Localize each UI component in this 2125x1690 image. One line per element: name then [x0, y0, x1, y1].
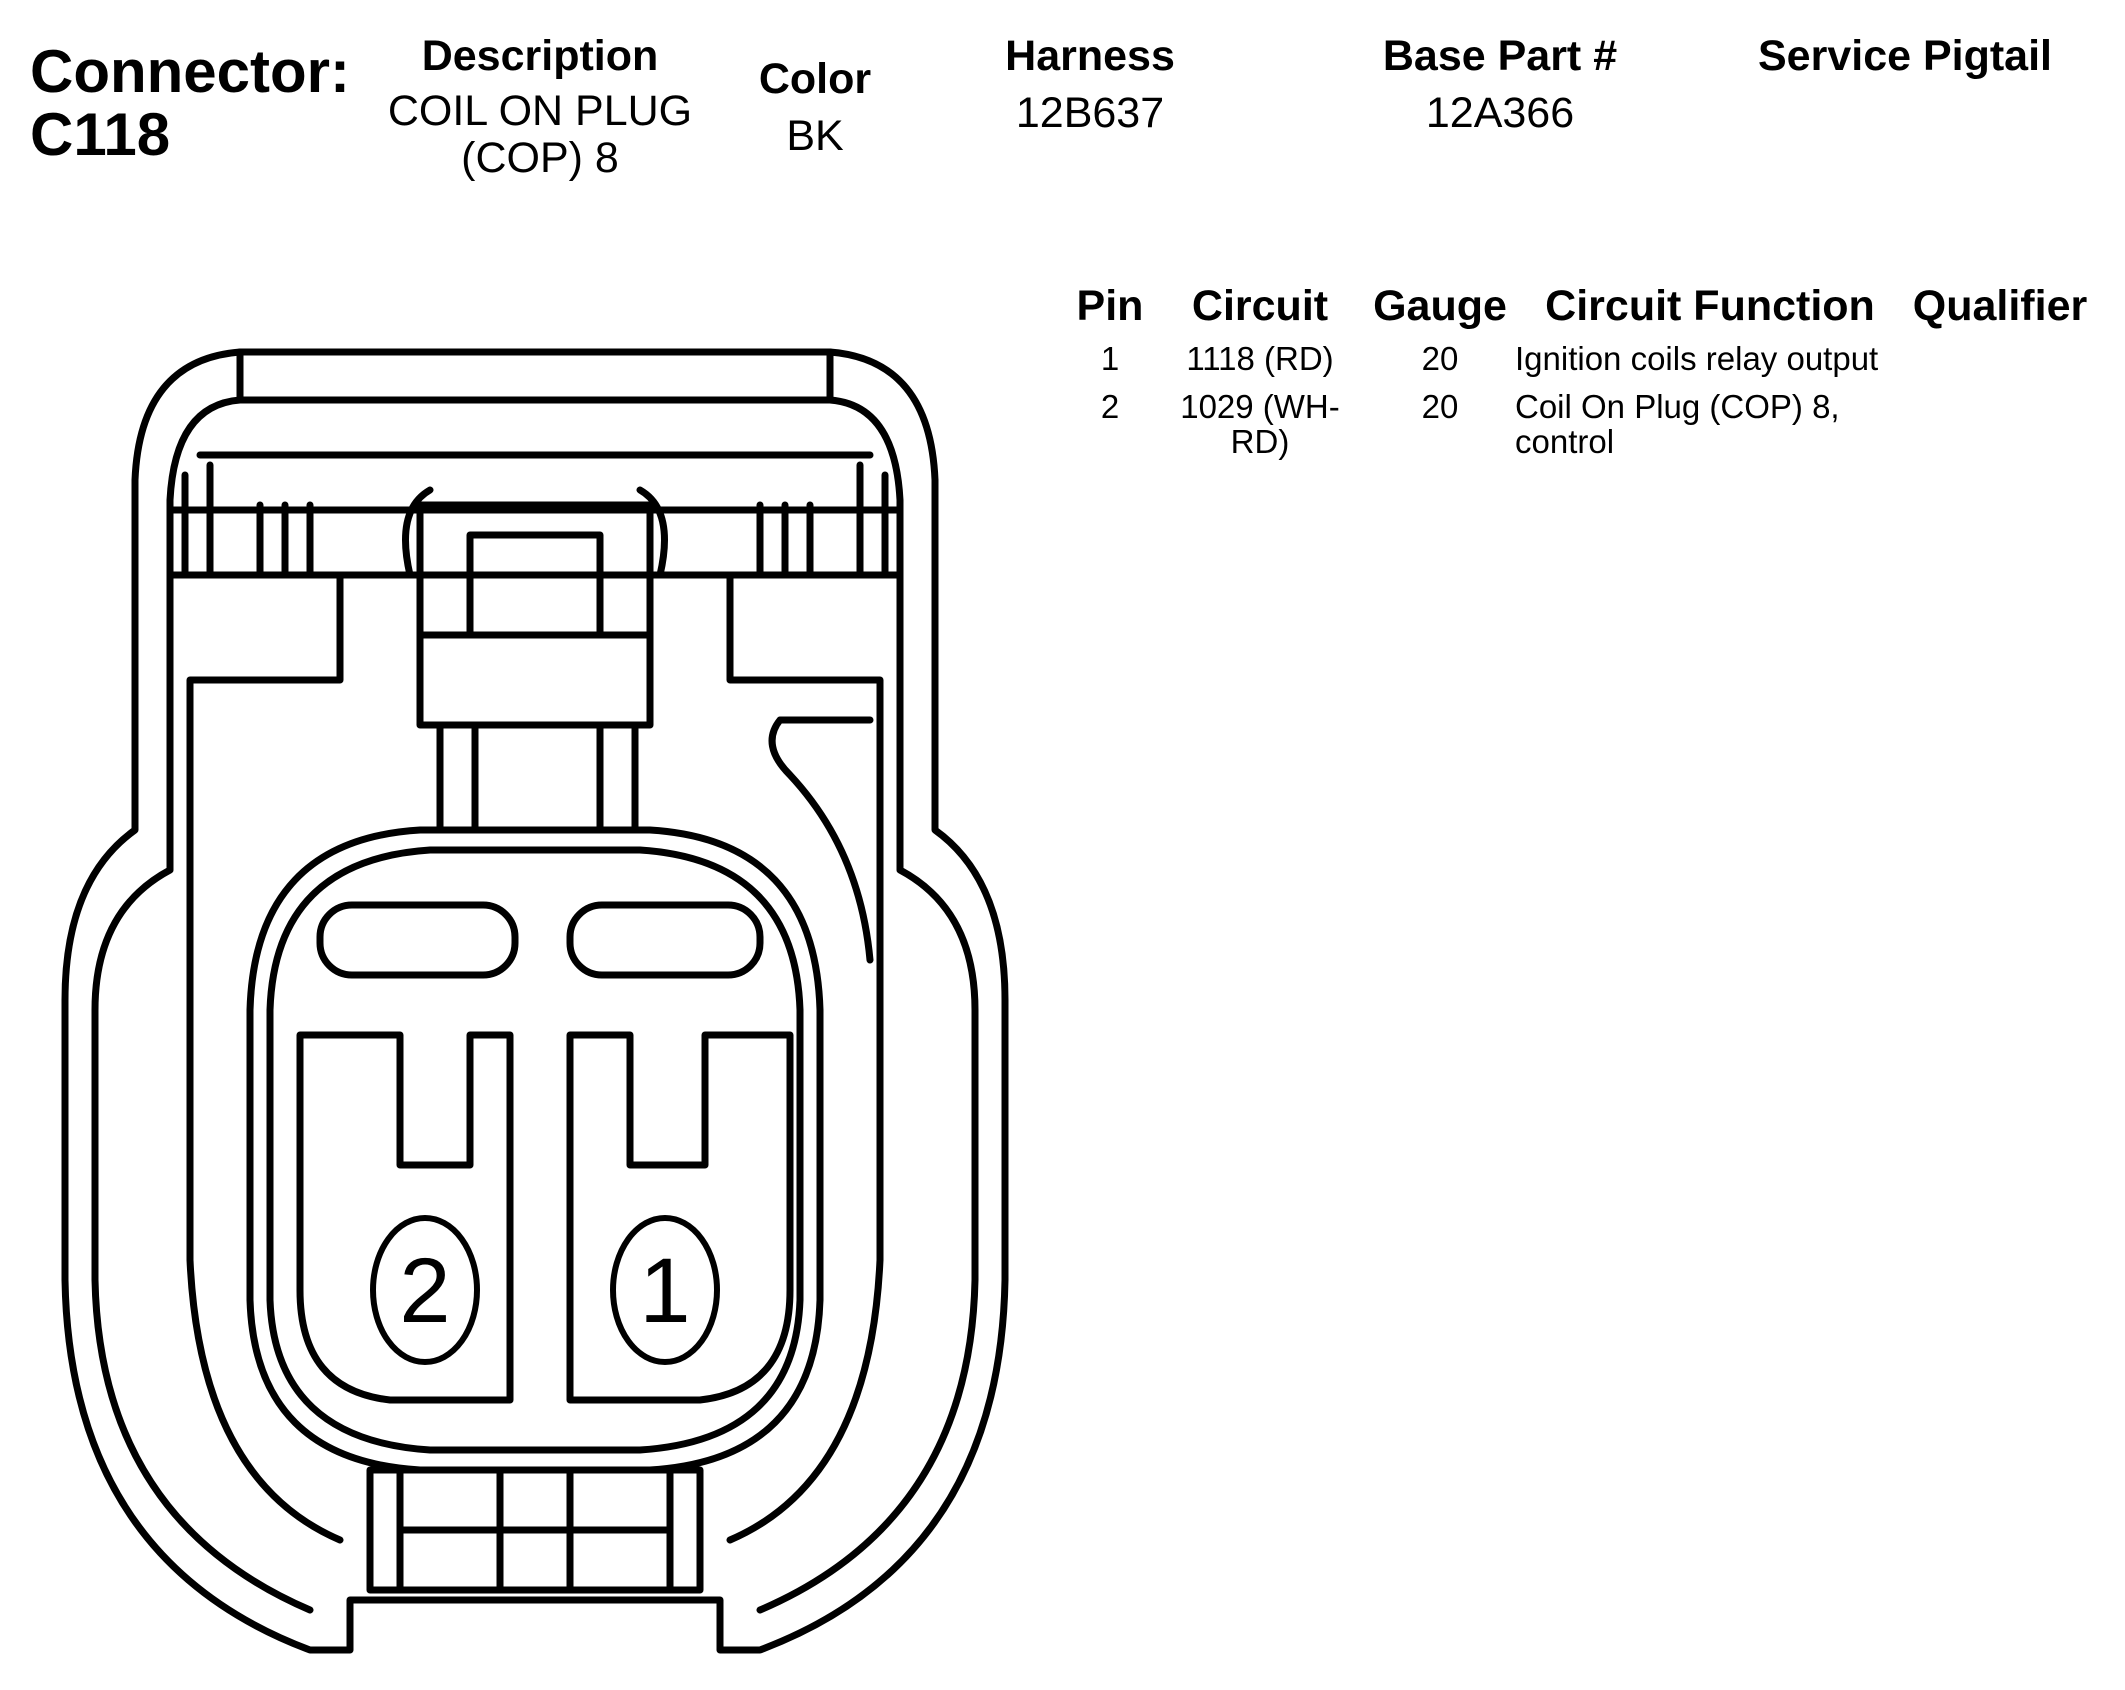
table-row-1-pin: 1 — [1100, 340, 1120, 377]
color-header: Color — [758, 55, 872, 103]
harness-value: 12B637 — [1015, 89, 1165, 137]
gauge-column-header: Gauge — [1373, 282, 1507, 330]
stem-posts — [436, 721, 639, 834]
base-part-header: Base Part # — [1382, 32, 1618, 80]
pin-column-header: Pin — [1076, 282, 1144, 330]
bottom-lock-ribs — [396, 1466, 674, 1594]
circuit-function-column-header: Circuit Function — [1545, 282, 1875, 330]
center-latch — [416, 501, 654, 639]
pin-1-marker — [610, 1215, 720, 1365]
pin-1-label: 1 — [639, 1240, 690, 1342]
right-wall — [726, 571, 884, 1544]
qualifier-column-header: Qualifier — [1912, 282, 2088, 330]
cavity-pin-2 — [296, 1031, 514, 1404]
cavity-pin-1 — [566, 1031, 794, 1404]
base-part-value: 12A366 — [1425, 89, 1575, 137]
housing-outline — [61, 348, 1009, 1654]
center-latch-lower — [416, 631, 654, 729]
pin-face-inner — [266, 846, 804, 1454]
connector-id: C118 — [30, 101, 171, 168]
table-row-1-gauge: 20 — [1421, 340, 1459, 377]
table-row-2-pin: 2 — [1100, 388, 1120, 425]
service-pigtail-header: Service Pigtail — [1758, 32, 2052, 80]
pin-2-marker — [370, 1215, 480, 1365]
table-row-1-circuit: 1118 (RD) — [1186, 340, 1334, 377]
color-value: BK — [786, 112, 844, 160]
bottom-lock — [366, 1466, 704, 1594]
pin-2-label: 2 — [399, 1240, 450, 1342]
table-row-2-gauge: 20 — [1421, 388, 1459, 425]
table-row-2-function: Coil On Plug (COP) 8, control — [1515, 388, 1840, 460]
top-latch — [236, 348, 834, 404]
connector-title: Connector: C118 — [30, 40, 350, 166]
left-wall — [186, 571, 344, 1544]
right-chamfer — [768, 716, 874, 964]
harness-header: Harness — [1005, 32, 1175, 80]
circuit-column-header: Circuit — [1191, 282, 1329, 330]
connector-face-diagram: 2 1 — [61, 348, 1009, 1654]
description-value: COIL ON PLUG (COP) 8 — [387, 87, 693, 183]
center-latch-inner — [466, 531, 604, 639]
pin-face-outer — [246, 826, 824, 1474]
connector-label: Connector: — [30, 38, 350, 105]
housing-inner-outline — [91, 396, 979, 1614]
latch-arc-left — [402, 486, 434, 579]
table-row-1-function: Ignition coils relay output — [1515, 340, 1879, 377]
key-slot-right — [566, 901, 764, 979]
latch-arc-right — [636, 486, 668, 579]
table-row-2-circuit: 1029 (WH-RD) — [1180, 388, 1340, 460]
left-rib-block — [181, 461, 314, 579]
description-header: Description — [421, 32, 659, 80]
key-slot-left — [316, 901, 519, 979]
right-rib-block — [756, 461, 889, 579]
